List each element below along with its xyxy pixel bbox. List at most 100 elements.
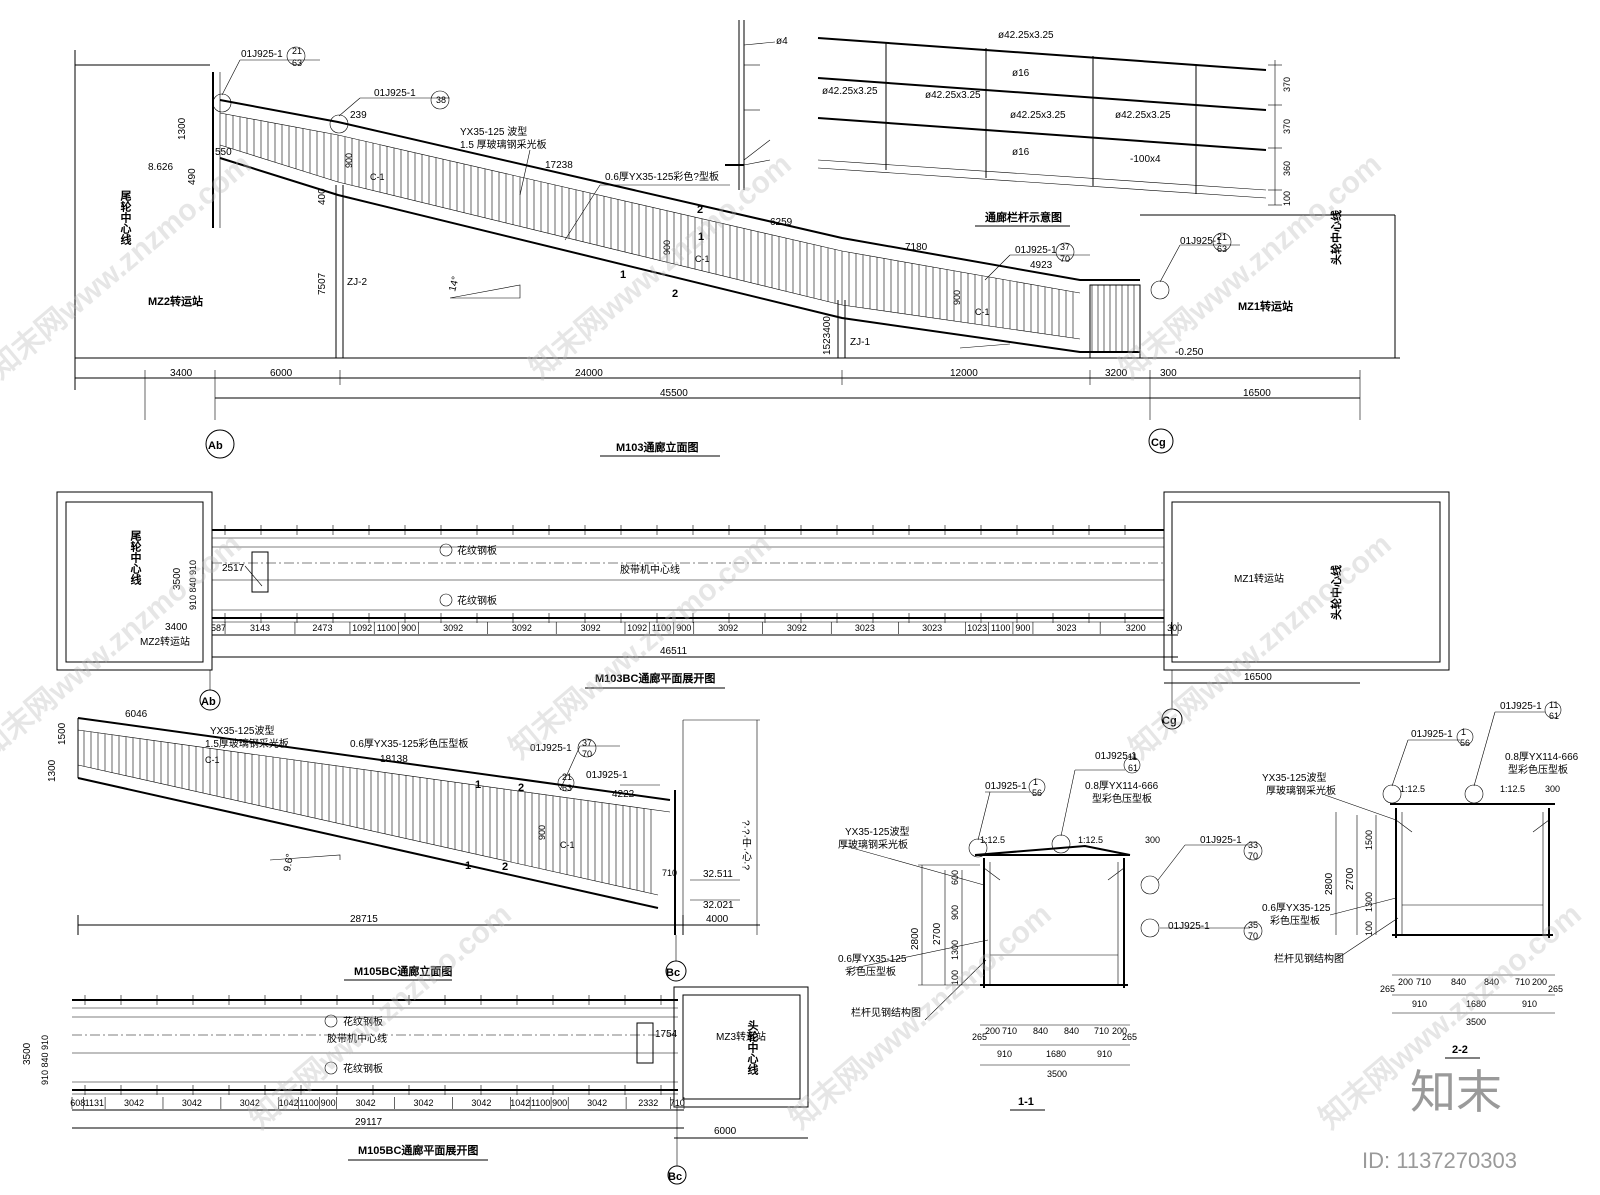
svg-text:彩色压型板: 彩色压型板	[1270, 914, 1320, 927]
section-2-2-text: 01J925-1 1 56 01J925-1 11 61 0.8厚YX114-6…	[1262, 700, 1579, 1059]
segment-label: 3042	[471, 1098, 491, 1108]
svg-text:C-1: C-1	[695, 254, 710, 264]
segment-label: 587	[211, 623, 226, 633]
svg-text:知末网www.znzmo.com: 知末网www.znzmo.com	[1113, 148, 1387, 386]
m105-elevation	[77, 717, 760, 982]
svg-text:70: 70	[582, 749, 592, 759]
section-2-2	[1324, 701, 1562, 1014]
svg-text:2: 2	[502, 861, 508, 873]
svg-text:600: 600	[950, 870, 960, 885]
svg-text:6046: 6046	[125, 709, 148, 720]
svg-text:63: 63	[562, 783, 572, 793]
svg-text:花纹钢板: 花纹钢板	[343, 1062, 383, 1075]
svg-text:900: 900	[344, 153, 354, 168]
svg-text:100: 100	[1364, 921, 1374, 936]
svg-text:17238: 17238	[545, 160, 573, 171]
svg-text:28715: 28715	[350, 914, 378, 925]
svg-text:0.6厚YX35-125: 0.6厚YX35-125	[1262, 902, 1331, 914]
m105-elevation-text: 6046 1300 1500 YX35-125波型 1.5厚玻璃钢采光板 0.6…	[47, 709, 752, 981]
segment-label: 1042	[510, 1098, 530, 1108]
segment-label: 900	[676, 623, 691, 633]
m103-panel-ribs	[225, 114, 1135, 352]
segment-label: 3042	[413, 1098, 433, 1108]
svg-text:100: 100	[950, 970, 960, 985]
svg-text:MZ1转运站: MZ1转运站	[1234, 572, 1284, 585]
svg-text:11: 11	[1549, 700, 1558, 710]
svg-text:63: 63	[1217, 244, 1227, 254]
svg-text:70: 70	[1248, 931, 1258, 941]
svg-text:MZ2转运站: MZ2转运站	[140, 635, 190, 648]
m103-elev-title: M103通廊立面图	[616, 440, 699, 454]
railing-text: ø42.25x3.25 ø42.25x3.25 ø42.25x3.25 ø42.…	[776, 30, 1292, 227]
svg-text:32.511: 32.511	[703, 869, 733, 880]
svg-text:710: 710	[1416, 977, 1431, 987]
svg-text:01J925-1: 01J925-1	[1015, 245, 1057, 256]
svg-text:239: 239	[350, 110, 367, 121]
svg-text:1.5厚玻璃钢采光板: 1.5厚玻璃钢采光板	[205, 737, 289, 750]
svg-text:Bc: Bc	[668, 1171, 682, 1183]
segment-label: 2332	[638, 1098, 658, 1108]
svg-text:710: 710	[662, 868, 677, 878]
segment-label: 3092	[512, 623, 532, 633]
svg-text:37: 37	[1060, 242, 1070, 252]
svg-text:70: 70	[1060, 254, 1070, 264]
svg-text:1: 1	[465, 860, 471, 872]
svg-text:头轮中心线: 头轮中心线	[1329, 565, 1343, 620]
svg-text:花纹钢板: 花纹钢板	[457, 594, 497, 607]
svg-text:265: 265	[972, 1032, 987, 1042]
svg-text:12000: 12000	[950, 368, 978, 379]
svg-text:21: 21	[292, 46, 302, 56]
svg-text:35: 35	[1248, 920, 1258, 930]
railing-diagram	[725, 20, 1282, 206]
svg-text:0.6厚YX35-125彩色?型板: 0.6厚YX35-125彩色?型板	[605, 170, 719, 183]
svg-text:24000: 24000	[575, 368, 603, 379]
svg-text:21: 21	[1217, 232, 1227, 242]
svg-text:200: 200	[1532, 977, 1547, 987]
svg-text:550: 550	[215, 147, 232, 158]
svg-text:840: 840	[1033, 1026, 1048, 1036]
segment-label: 3042	[356, 1098, 376, 1108]
svg-text:1754: 1754	[655, 1029, 678, 1040]
svg-text:490: 490	[187, 168, 198, 185]
svg-text:厚玻璃钢采光板: 厚玻璃钢采光板	[838, 838, 908, 851]
svg-text:900: 900	[537, 825, 547, 840]
svg-text:1: 1	[620, 269, 626, 281]
svg-text:头轮中心线: 头轮中心线	[1329, 210, 1343, 265]
segment-label: 2473	[312, 623, 332, 633]
svg-text:?·?·中·心·?: ?·?·中·心·?	[740, 820, 752, 870]
segment-label: 3042	[587, 1098, 607, 1108]
segment-label: 710	[670, 1098, 685, 1108]
segment-label: 3042	[124, 1098, 144, 1108]
segment-label: 3092	[787, 623, 807, 633]
svg-text:400: 400	[317, 188, 328, 205]
segment-label: 3200	[1126, 623, 1146, 633]
svg-text:1300: 1300	[950, 940, 960, 960]
svg-text:33: 33	[1248, 840, 1258, 850]
svg-text:MZ2转运站: MZ2转运站	[148, 294, 203, 308]
svg-text:6259: 6259	[770, 217, 793, 228]
m103-elevation-text: 01J925-1 21 63 01J925-1 38 YX35-125 波型 1…	[119, 46, 1343, 457]
m105-plan	[72, 986, 809, 1185]
svg-text:2517: 2517	[222, 563, 245, 574]
svg-text:YX35-125波型: YX35-125波型	[210, 724, 274, 737]
segment-label: 1100	[531, 1098, 550, 1108]
svg-text:70: 70	[1248, 851, 1258, 861]
brand-logo: 知末	[1410, 1065, 1502, 1119]
svg-text:1:12.5: 1:12.5	[980, 835, 1005, 845]
svg-text:910: 910	[1412, 999, 1427, 1009]
m103-plan	[56, 491, 1450, 730]
svg-text:01J925-1: 01J925-1	[985, 781, 1027, 792]
svg-text:01J925-1: 01J925-1	[1180, 236, 1222, 247]
svg-text:ø42.25x3.25: ø42.25x3.25	[998, 30, 1054, 41]
svg-text:C-1: C-1	[205, 755, 220, 765]
m103-plan-title: M103BC通廊平面展开图	[595, 671, 715, 685]
m105-plan-ticks	[84, 995, 662, 1095]
svg-text:01J925-1: 01J925-1	[1168, 921, 1210, 932]
svg-text:840: 840	[1484, 977, 1499, 987]
svg-text:32.021: 32.021	[703, 900, 734, 911]
segment-label: 3023	[1057, 623, 1077, 633]
svg-text:YX35-125波型: YX35-125波型	[845, 825, 909, 838]
svg-text:1: 1	[475, 779, 481, 791]
svg-text:4222: 4222	[612, 789, 635, 800]
